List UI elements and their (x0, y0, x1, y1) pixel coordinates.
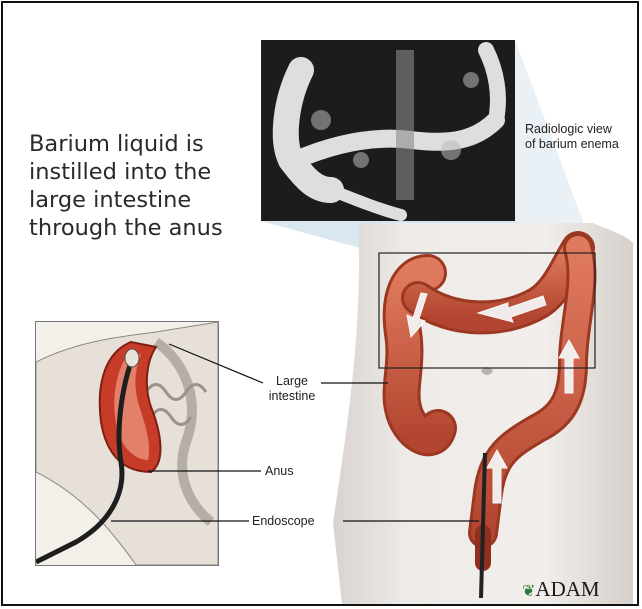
large-intestine-label: Large intestine (265, 374, 319, 404)
radiologic-label: Radiologic view of barium enema (525, 122, 619, 152)
leader-lines (3, 3, 639, 606)
logo-text: ADAM (535, 577, 599, 601)
adam-logo: ❦ADAM (522, 577, 600, 602)
endoscope-label: Endoscope (252, 514, 315, 529)
large-intestine-label-line: intestine (265, 389, 319, 404)
radiologic-label-line: of barium enema (525, 137, 619, 152)
leaf-icon: ❦ (522, 583, 535, 600)
radiologic-label-line: Radiologic view (525, 122, 619, 137)
anus-label: Anus (265, 464, 294, 479)
leader-line-large-intestine (169, 344, 263, 383)
large-intestine-label-line: Large (265, 374, 319, 389)
